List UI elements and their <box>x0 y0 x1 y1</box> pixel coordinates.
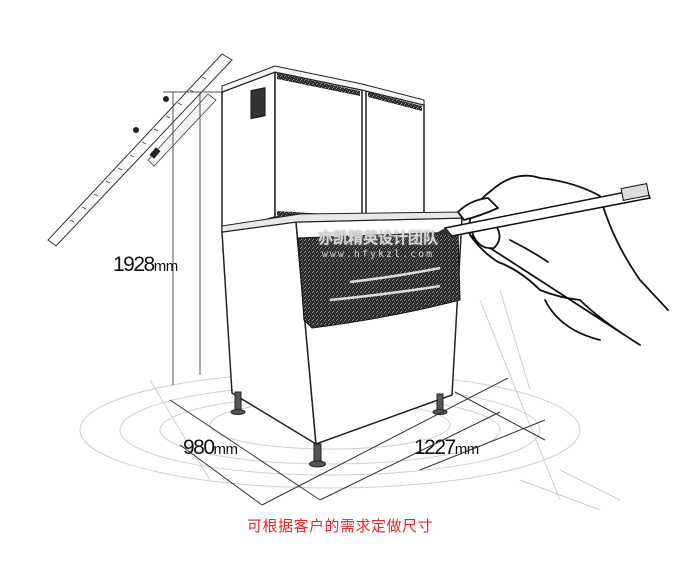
height-unit: mm <box>153 258 179 275</box>
depth-dimension-label: 980mm <box>183 436 238 460</box>
control-panel-icon <box>250 87 266 120</box>
height-dimension-line <box>163 91 230 385</box>
footprint-dimension-lines <box>169 377 546 506</box>
pencil-icon <box>438 183 652 237</box>
height-dimension-label: 1928mm <box>113 253 178 277</box>
bin-door <box>297 231 461 329</box>
width-value: 1227 <box>414 436 456 459</box>
ice-storage-bin <box>221 211 463 468</box>
width-dimension-label: 1227mm <box>414 436 479 460</box>
depth-value: 980 <box>183 436 215 459</box>
ice-maker-head <box>221 65 425 233</box>
height-value: 1928 <box>113 253 155 276</box>
custom-size-caption: 可根据客户的需求定做尺寸 <box>246 517 433 535</box>
width-unit: mm <box>454 441 480 458</box>
ruler-icon <box>47 53 233 247</box>
depth-unit: mm <box>213 441 239 458</box>
